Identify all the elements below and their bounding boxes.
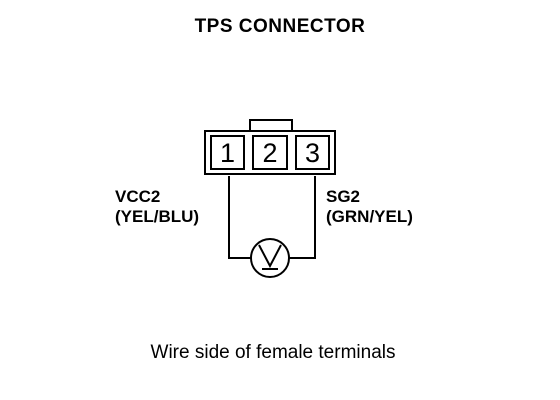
sg2-wire-color: (GRN/YEL) [326, 207, 413, 226]
terminal-3-label: 3 [305, 138, 320, 168]
connector-housing [204, 119, 336, 175]
diagram-caption: Wire side of female terminals [150, 342, 396, 363]
probe-wire-right [289, 176, 316, 259]
vcc2-wire-name: VCC2 [115, 187, 161, 206]
terminal-3: 3 [295, 135, 330, 170]
terminal-2-label: 2 [262, 138, 277, 168]
voltmeter-icon [250, 238, 290, 278]
probe-wire-left [228, 176, 251, 259]
terminal-1-label: 1 [220, 138, 235, 168]
diagram-title: TPS CONNECTOR [194, 16, 366, 37]
vcc2-wire-label: VCC2 (YEL/BLU) [115, 187, 199, 227]
sg2-wire-label: SG2 (GRN/YEL) [326, 187, 413, 227]
connector-outline [204, 130, 336, 175]
terminal-2: 2 [252, 135, 288, 170]
connector-lock-tab [249, 119, 293, 131]
vcc2-wire-color: (YEL/BLU) [115, 207, 200, 226]
terminal-1: 1 [210, 135, 245, 170]
sg2-wire-name: SG2 [326, 187, 361, 206]
